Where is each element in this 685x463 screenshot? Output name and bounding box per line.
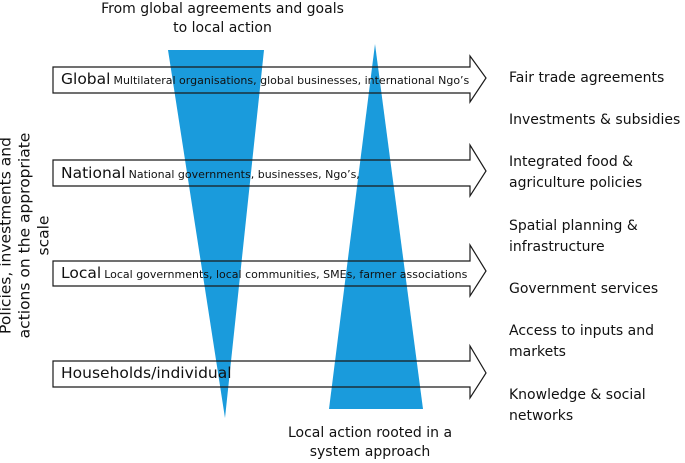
level-name: Local <box>61 264 102 282</box>
level-description: Multilateral organisations, global busin… <box>113 74 470 87</box>
bottom-label: Local action rooted in a system approach <box>287 425 453 460</box>
level-description: National governments, businesses, Ngo’s, <box>128 168 360 181</box>
arrow-national <box>52 142 487 199</box>
level-description: Local governments, local communities, SM… <box>104 268 468 281</box>
bottom-up-wedge <box>329 44 423 409</box>
level-households: Households/individual <box>61 363 232 382</box>
arrow-local <box>52 242 487 299</box>
arrow-households <box>52 343 487 401</box>
outcome-item: Investments & subsidies <box>509 112 681 128</box>
level-name: National <box>61 164 126 182</box>
outcome-item: Spatial planning & infrastructure <box>509 218 638 255</box>
top-label: From global agreements and goals to loca… <box>101 1 344 36</box>
outcome-item: Access to inputs and markets <box>509 323 654 360</box>
outcome-item: Integrated food & agriculture policies <box>509 154 643 191</box>
outcome-item: Government services <box>509 281 659 297</box>
outcome-item: Fair trade agreements <box>509 70 665 86</box>
level-name: Global <box>61 70 111 88</box>
top-down-wedge <box>168 50 264 418</box>
side-label: Policies, investments and actions on the… <box>0 132 53 339</box>
arrow-global <box>52 54 487 104</box>
level-name: Households/individual <box>61 364 232 382</box>
outcome-item: Knowledge & social networks <box>509 387 646 424</box>
